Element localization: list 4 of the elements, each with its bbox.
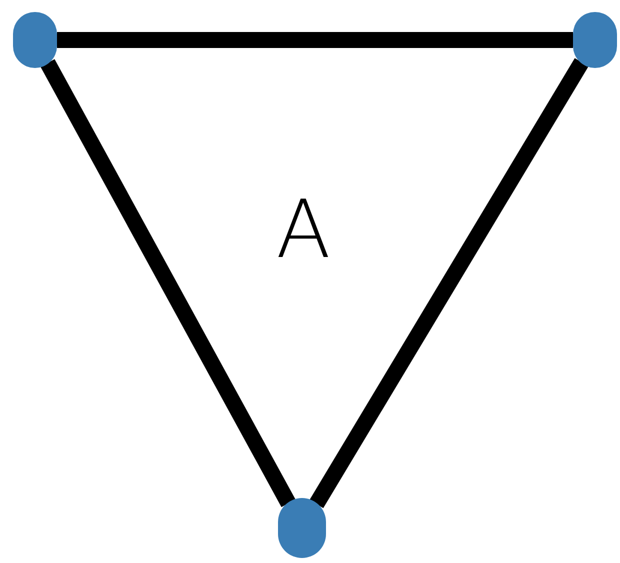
edge-line xyxy=(310,58,588,508)
edge-line xyxy=(40,59,296,508)
region-label: A xyxy=(276,190,331,270)
edge-line xyxy=(57,32,573,48)
